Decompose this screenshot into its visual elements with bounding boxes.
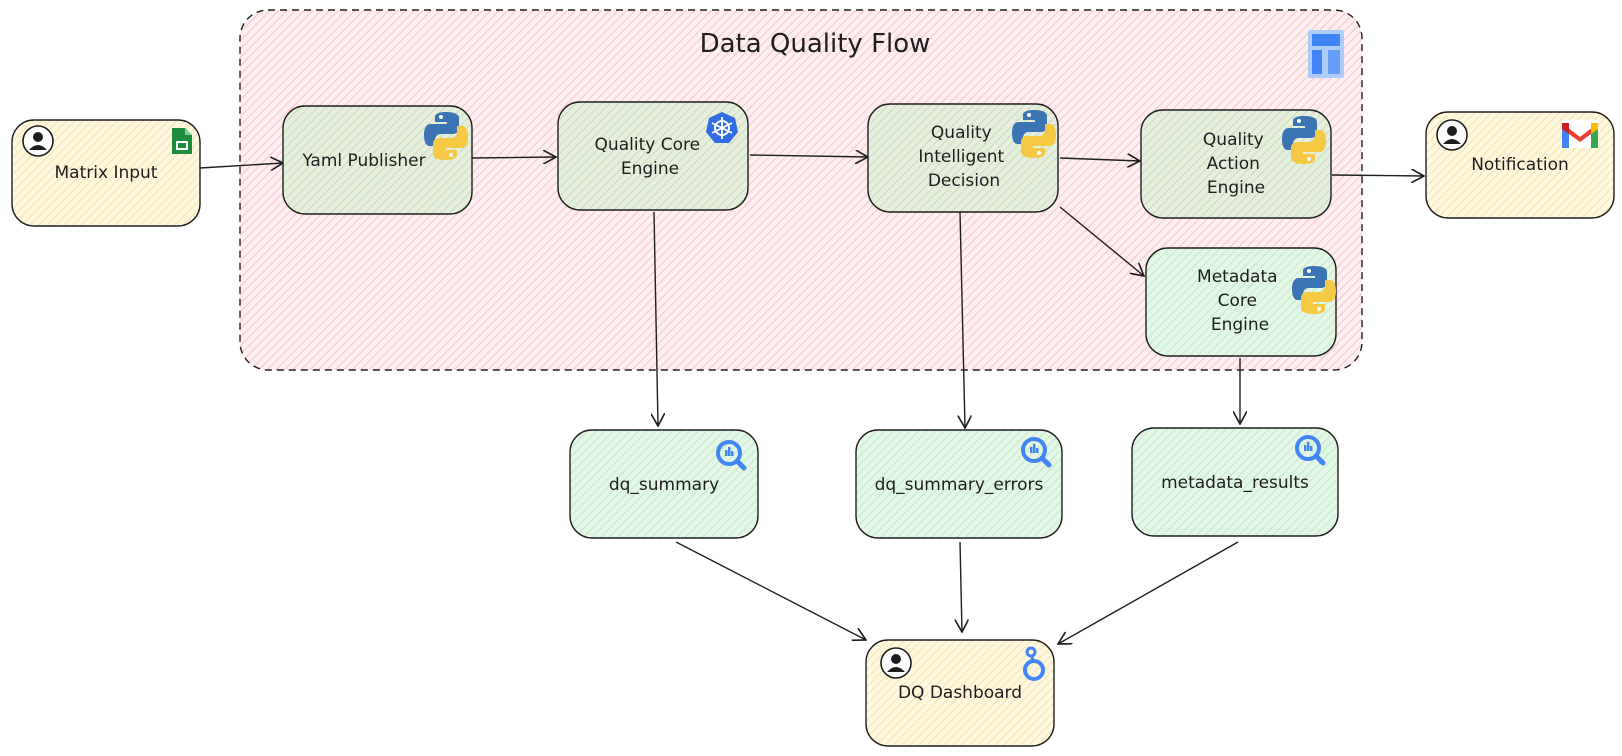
node-notification[interactable]: Notification xyxy=(1425,111,1615,219)
kubernetes-icon xyxy=(706,112,738,143)
node-label-line: Engine xyxy=(1211,315,1269,335)
node-label-line: metadata_results xyxy=(1161,473,1309,493)
edge-dq-summary-to-dashboard xyxy=(675,541,866,640)
svg-text:Quality Intelligent: Quality Intelligent Decision xyxy=(918,123,1009,191)
edges xyxy=(199,155,1424,644)
node-label-line: Core xyxy=(1218,291,1257,311)
node-metadata-core-engine[interactable]: Metadata Core Engine xyxy=(1145,247,1337,357)
svg-text:dq_summary: dq_summary xyxy=(609,475,719,495)
node-matrix-input[interactable]: Matrix Input xyxy=(11,119,201,227)
node-label-line: Engine xyxy=(621,159,679,179)
data-quality-flow-group: Data Quality Flow xyxy=(239,9,1363,371)
node-dq-dashboard[interactable]: DQ Dashboard xyxy=(865,639,1055,747)
svg-text:Notification: Notification xyxy=(1471,155,1569,175)
python-icon xyxy=(424,112,468,160)
node-label-line: Decision xyxy=(928,171,1000,191)
python-icon xyxy=(1292,266,1336,314)
node-label-line: dq_summary_errors xyxy=(875,475,1044,495)
svg-text:dq_summary_errors: dq_summary_errors xyxy=(875,475,1044,495)
node-label-line: DQ Dashboard xyxy=(898,683,1022,703)
python-icon xyxy=(1012,110,1056,158)
bigquery-icon xyxy=(1021,437,1052,468)
edge-dq-summary-errors-to-dashboard xyxy=(960,541,962,632)
looker-icon xyxy=(1023,646,1045,681)
sheets-icon xyxy=(172,128,192,154)
svg-text:Metadata Core Engi: Metadata Core Engine xyxy=(1197,267,1283,335)
node-label-line: Action xyxy=(1207,154,1260,174)
edge-decision-to-metadata xyxy=(1059,206,1144,276)
node-label-line: Yaml Publisher xyxy=(301,151,425,171)
edge-decision-to-action xyxy=(1059,158,1140,161)
node-yaml-publisher[interactable]: Yaml Publisher xyxy=(282,105,473,215)
dataflow-icon xyxy=(1308,30,1344,78)
bigquery-icon xyxy=(716,440,747,471)
edge-decision-to-dq-summary-errors xyxy=(960,211,965,428)
node-label-line: Matrix Input xyxy=(55,163,158,183)
svg-text:Quality Core Engine: Quality Core Engine xyxy=(595,135,706,179)
group-title: Data Quality Flow xyxy=(700,29,931,59)
node-label-line: Quality xyxy=(1203,130,1264,150)
svg-text:Quality Action Eng: Quality Action Engine xyxy=(1203,130,1269,198)
node-quality-core-engine[interactable]: Quality Core Engine xyxy=(557,101,749,211)
node-metadata-results[interactable]: metadata_results xyxy=(1131,427,1339,537)
node-label-line: Intelligent xyxy=(918,147,1004,167)
svg-text:metadata_results: metadata_results xyxy=(1161,473,1309,493)
node-label-line: Notification xyxy=(1471,155,1569,175)
node-label-line: Quality Core xyxy=(595,135,701,155)
edge-metadata-results-to-dashboard xyxy=(1058,541,1239,644)
user-icon xyxy=(1436,119,1468,151)
node-dq-summary-errors[interactable]: dq_summary_errors xyxy=(855,429,1063,539)
node-label-line: Quality xyxy=(931,123,992,143)
python-icon xyxy=(1282,116,1326,164)
node-quality-action-engine[interactable]: Quality Action Engine xyxy=(1140,109,1332,219)
gmail-icon xyxy=(1562,120,1598,148)
svg-text:DQ Dashboard: DQ Dashboard xyxy=(898,683,1022,703)
svg-text:Yaml Publisher: Yaml Publisher xyxy=(301,151,425,171)
edge-yaml-to-core xyxy=(471,157,556,158)
edge-core-to-dq-summary xyxy=(654,211,658,426)
bigquery-icon xyxy=(1295,435,1326,466)
edge-core-to-decision xyxy=(749,155,868,157)
user-icon xyxy=(880,647,912,679)
node-label-line: Metadata xyxy=(1197,267,1278,287)
node-quality-intelligent-decision[interactable]: Quality Intelligent Decision xyxy=(867,103,1059,213)
svg-text:Matrix Input: Matrix Input xyxy=(55,163,158,183)
node-label-line: Engine xyxy=(1207,178,1265,198)
node-label-line: dq_summary xyxy=(609,475,719,495)
node-dq-summary[interactable]: dq_summary xyxy=(569,429,759,539)
user-icon xyxy=(22,125,54,157)
edge-matrix-to-yaml xyxy=(199,163,283,168)
edge-action-to-notification xyxy=(1331,175,1424,176)
